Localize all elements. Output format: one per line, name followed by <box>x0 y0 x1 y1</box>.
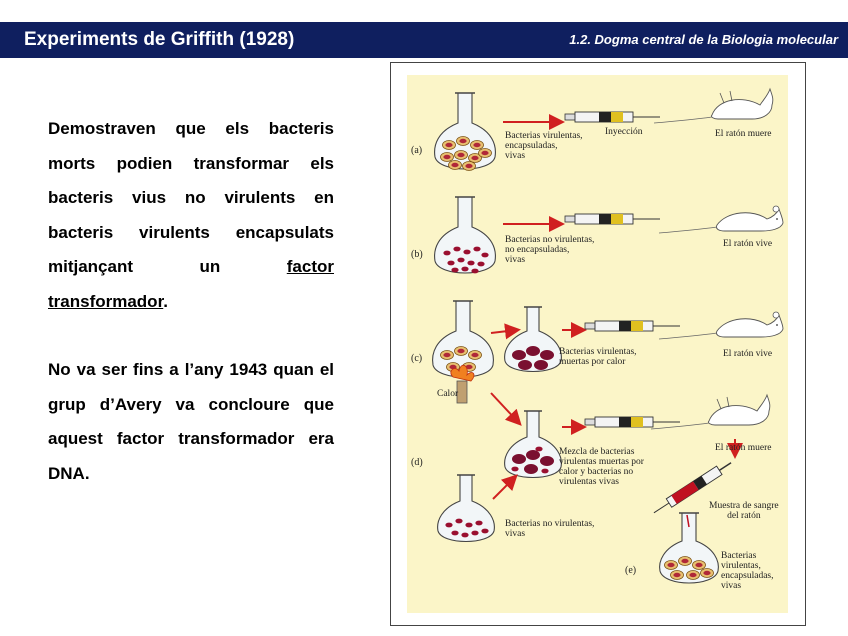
flask-d-nonvirulent <box>437 474 495 542</box>
paragraph-1-end: . <box>163 291 168 311</box>
label-b-bacteria: Bacterias no virulentas, no encapsuladas… <box>505 235 595 265</box>
section-label: 1.2. Dogma central de la Biologia molecu… <box>569 32 838 47</box>
paragraph-1-text: Demostraven que els bacteris morts podie… <box>48 119 334 276</box>
label-d-nonvirulent: Bacterias no virulentas, vivas <box>505 519 595 539</box>
paragraph-2: No va ser fins a l’any 1943 quan el grup… <box>48 360 334 483</box>
griffith-diagram: (a) (b) (c) (d) (e) Bacterias virulentas… <box>407 75 788 613</box>
label-a-bacteria: Bacterias virulentas, encapsuladas, viva… <box>505 131 583 161</box>
body-text: Demostraven que els bacteris morts podie… <box>48 112 334 491</box>
label-e-bacteria: Bacterias virulentas, encapsuladas, viva… <box>721 551 774 591</box>
figure-frame: (a) (b) (c) (d) (e) Bacterias virulentas… <box>390 62 806 626</box>
paragraph-1: Demostraven que els bacteris morts podie… <box>48 112 334 319</box>
flask-b <box>434 196 496 274</box>
label-a-injection: Inyección <box>605 127 643 137</box>
label-a-result: El ratón muere <box>715 129 772 139</box>
blood-syringe <box>653 462 732 514</box>
slide-title: Experiments de Griffith (1928) <box>24 29 295 50</box>
factor-transformador-term: factor transformador <box>48 257 334 311</box>
slide-header: Experiments de Griffith (1928) 1.2. Dogm… <box>0 22 848 58</box>
flask-c <box>432 300 494 404</box>
flask-e <box>659 512 719 584</box>
marker-e: (e) <box>625 565 637 576</box>
marker-c: (c) <box>411 353 423 364</box>
marker-a: (a) <box>411 145 423 156</box>
flask-d-mix <box>504 410 562 478</box>
flask-c-heated <box>504 306 562 372</box>
label-d-blood: Muestra de sangre del ratón <box>709 501 779 521</box>
label-d-result: El ratón muere <box>715 443 772 453</box>
label-d-mix: Mezcla de bacterias virulentas muertas p… <box>559 447 644 487</box>
label-b-result: El ratón vive <box>723 239 773 249</box>
label-c-bacteria: Bacterias virulentas, muertas por calor <box>559 347 637 367</box>
label-c-heat: Calor <box>437 389 459 399</box>
label-c-result: El ratón vive <box>723 349 773 359</box>
diagram-graphics <box>432 88 784 584</box>
flask-a <box>434 92 496 171</box>
marker-b: (b) <box>411 249 423 260</box>
marker-d: (d) <box>411 457 423 468</box>
